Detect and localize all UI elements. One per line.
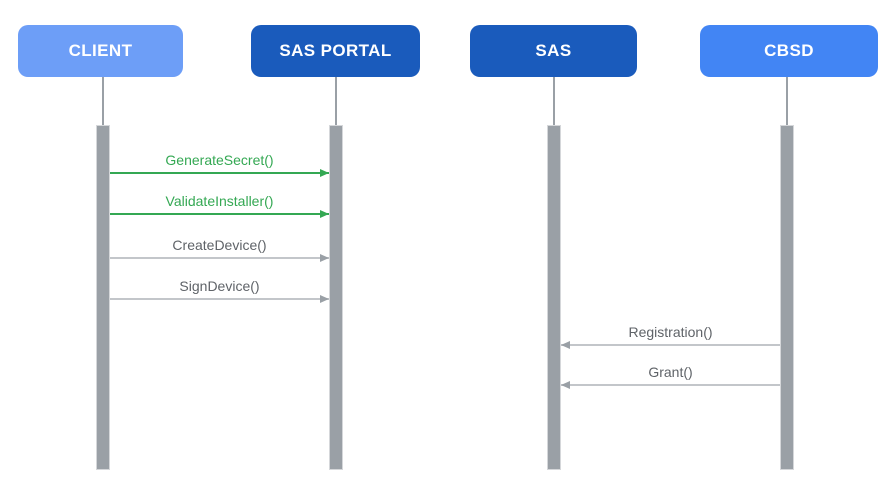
message-label: ValidateInstaller() bbox=[165, 193, 274, 209]
arrowhead-right-icon bbox=[320, 209, 329, 218]
actor-label-sas-portal: SAS PORTAL bbox=[279, 41, 392, 60]
activation-bar-cbsd bbox=[780, 125, 794, 470]
actor-box-sas: SAS bbox=[470, 25, 637, 77]
arrow-line bbox=[110, 213, 329, 215]
arrow-line bbox=[110, 298, 329, 300]
message-label: SignDevice() bbox=[179, 278, 260, 294]
message-label: Grant() bbox=[648, 364, 693, 380]
actor-box-cbsd: CBSD bbox=[700, 25, 878, 77]
message-label: GenerateSecret() bbox=[165, 152, 274, 168]
arrowhead-right-icon bbox=[320, 294, 329, 303]
arrow-line bbox=[110, 172, 329, 174]
actor-label-client: CLIENT bbox=[68, 41, 133, 60]
arrow-line bbox=[110, 257, 329, 259]
activation-bar-client bbox=[96, 125, 110, 470]
activation-bar-sas bbox=[547, 125, 561, 470]
arrow-line bbox=[561, 384, 780, 386]
arrowhead-left-icon bbox=[561, 340, 570, 349]
arrow-line bbox=[561, 344, 780, 346]
message-label: CreateDevice() bbox=[172, 237, 267, 253]
lifeline-stub-client bbox=[102, 77, 104, 125]
lifeline-stub-sas-portal bbox=[335, 77, 337, 125]
actor-label-cbsd: CBSD bbox=[764, 41, 814, 60]
actor-box-sas-portal: SAS PORTAL bbox=[251, 25, 420, 77]
actor-label-sas: SAS bbox=[535, 41, 572, 60]
activation-bar-sas-portal bbox=[329, 125, 343, 470]
actor-box-client: CLIENT bbox=[18, 25, 183, 77]
arrowhead-right-icon bbox=[320, 253, 329, 262]
arrowhead-left-icon bbox=[561, 380, 570, 389]
lifeline-stub-sas bbox=[553, 77, 555, 125]
message-label: Registration() bbox=[628, 324, 713, 340]
arrowhead-right-icon bbox=[320, 168, 329, 177]
lifeline-stub-cbsd bbox=[786, 77, 788, 125]
